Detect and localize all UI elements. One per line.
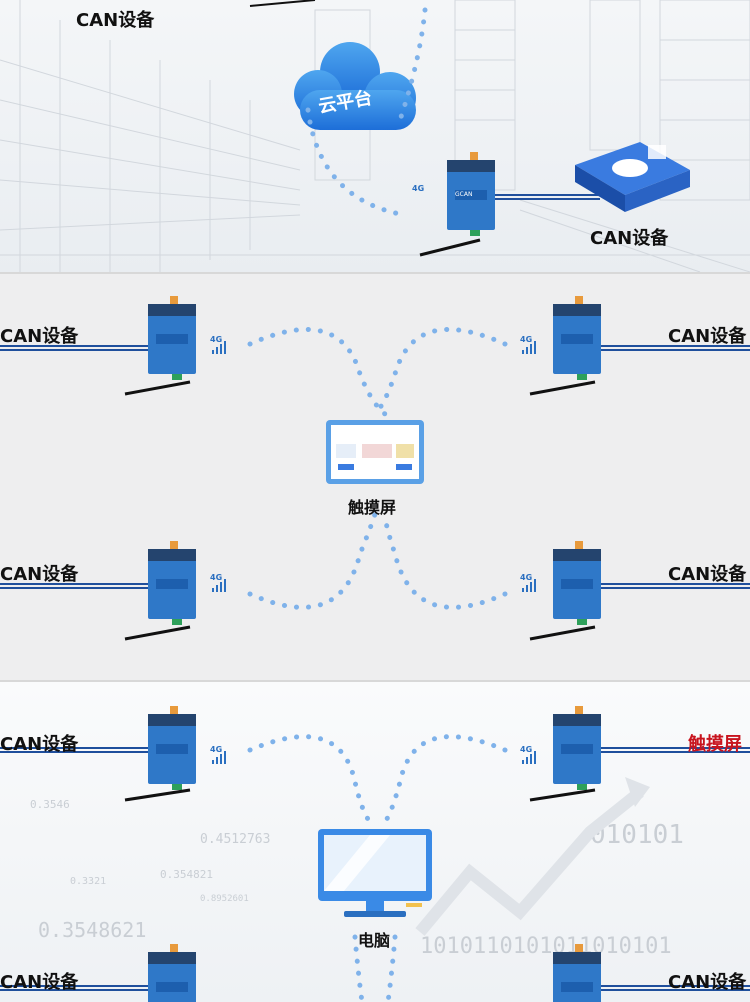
panel-touchscreen-topology: 4G 4G 4G 4G 触摸屏 CAN设备 CAN设备 CAN设备 CAN设备 <box>0 272 750 682</box>
wireless-link-dots <box>305 7 428 218</box>
monitor-icon <box>318 829 432 917</box>
signal-4g-label: 4G <box>210 573 223 582</box>
can-device-label-bottom-right: CAN设备 <box>668 972 747 993</box>
can-device-label-right: CAN设备 <box>590 228 669 249</box>
pc-links <box>0 734 750 1002</box>
touchscreen-label-right: 触摸屏 <box>688 734 742 755</box>
device-brand: GCAN <box>455 191 473 198</box>
bg-number: 0.3548621 <box>38 918 147 942</box>
can-device-label-top-left: CAN设备 <box>76 10 155 31</box>
bg-number: 0.3321 <box>70 876 107 887</box>
bg-number: 0.354821 <box>160 868 213 881</box>
can-device-label-top-right: CAN设备 <box>668 326 747 347</box>
pc-label: 电脑 <box>358 931 391 950</box>
can-device-label-top-left: CAN设备 <box>0 326 79 347</box>
gateway-devices <box>123 294 603 641</box>
gateway-device <box>419 152 600 257</box>
cloud-icon <box>294 42 416 130</box>
bg-number: 0.8952601 <box>200 894 249 904</box>
can-device-label-top-left: CAN设备 <box>0 734 79 755</box>
signal-4g-label: 4G <box>210 745 223 754</box>
signal-4g-label: 4G <box>210 335 223 344</box>
bg-number: 0.3546 <box>30 798 70 811</box>
can-device-label-bottom-left: CAN设备 <box>0 564 79 585</box>
bg-binary: 1010110101011010101 <box>420 934 672 959</box>
signal-4g-label: 4G <box>412 184 425 193</box>
signal-4g-label: 4G <box>520 335 533 344</box>
panel-cloud-topology: 云平台 GCAN 4G CAN设备 CAN设备 <box>0 0 750 272</box>
bg-number: 0.4512763 <box>200 832 271 847</box>
can-device-label-bottom-right: CAN设备 <box>668 564 747 585</box>
signal-4g-label: 4G <box>520 745 533 754</box>
can-device-icon <box>575 142 690 212</box>
can-device-label-bottom-left: CAN设备 <box>0 972 79 993</box>
panel-pc-topology: 0.3546 0.4512763 0.354821 0.3321 0.89526… <box>0 680 750 1002</box>
gateway-devices <box>123 704 603 1002</box>
touchscreen-label: 触摸屏 <box>348 498 397 517</box>
touchscreen-links <box>0 327 750 610</box>
touchscreen-icon <box>326 420 424 484</box>
signal-4g-label: 4G <box>520 573 533 582</box>
